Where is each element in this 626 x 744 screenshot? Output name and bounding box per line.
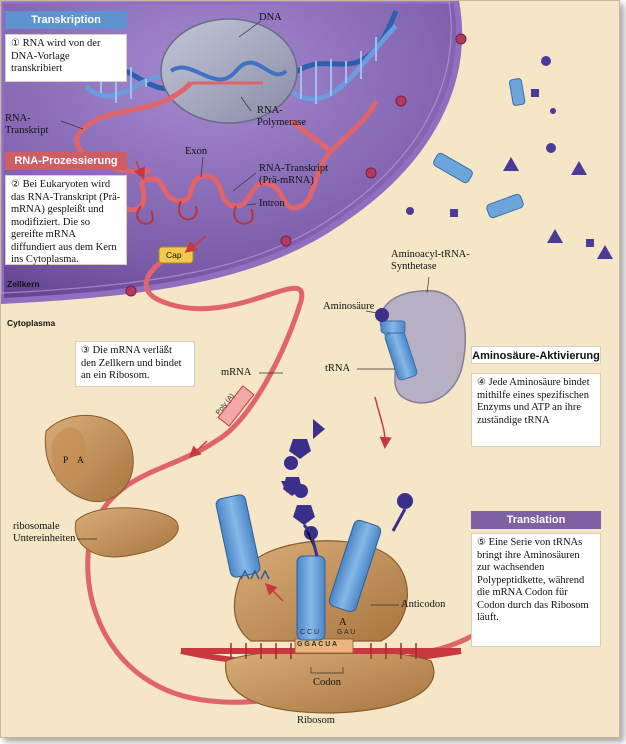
free-amino-acids [406, 56, 613, 259]
intron-loops [136, 200, 254, 225]
transkription-text: RNA wird von der DNA-Vorlage transkribie… [11, 38, 101, 74]
label-cytoplasma: Cytoplasma [7, 318, 56, 328]
label-rna-transkript: RNA-Transkript [5, 113, 49, 136]
step-number-1: ① [11, 38, 20, 49]
step-number-5: ⑤ [477, 537, 486, 548]
step-number-2: ② [11, 179, 20, 190]
nuclear-pores [125, 33, 467, 297]
translation-text: Eine Serie von tRNAs bringt ihre Aminosä… [477, 537, 589, 623]
rna-prozessierung-text: Bei Eukaryoten wird das RNA-Transkript (… [11, 179, 121, 265]
rna-prozessierung-text-box: ② Bei Eukaryoten wird das RNA-Transkript… [5, 175, 127, 265]
arrow-cap [184, 235, 207, 253]
label-mrna: mRNA [221, 367, 252, 378]
label-dna: DNA [259, 12, 282, 23]
label-codon-bases: G G A C U A [297, 641, 338, 648]
trna-a-site [328, 519, 382, 613]
aktivierung-text-box: ④ Jede Aminosäure bindet mithilfe eines … [471, 373, 601, 447]
label-intron: Intron [259, 198, 285, 209]
rna-prozessierung-header: RNA-Prozessierung [5, 152, 127, 170]
label-codon: Codon [313, 677, 342, 688]
polypeptide-chain [281, 419, 325, 540]
label-anticodon: Anticodon [401, 599, 446, 610]
translation-text-box: ⑤ Eine Serie von tRNAs bringt ihre Amino… [471, 533, 601, 647]
label-subunit-a: A [77, 456, 84, 466]
label-rna-polymerase: RNA-Polymerase [257, 105, 306, 128]
nucleus-inner [1, 1, 452, 294]
codon-window [294, 638, 354, 654]
label-trna: tRNA [325, 363, 351, 374]
leader-lines [60, 20, 430, 674]
export-text: Die mRNA verläßt den Zellkern und bindet… [81, 345, 182, 381]
label-pre-mrna: RNA-Transkript (Prä-mRNA) [259, 163, 329, 186]
arrow-processing [133, 160, 145, 180]
label-ribosomale-untereinheiten: ribosomale Untereinheiten [13, 521, 76, 544]
trna-p-site [296, 555, 326, 641]
label-zellkern: Zellkern [7, 279, 40, 289]
label-aminosaeure: Aminosäure [323, 301, 375, 312]
rna-polymerase-shape [160, 18, 298, 124]
arrow-mrna-to-ribosome [188, 440, 208, 459]
label-anticodon-left: C C U [300, 629, 320, 636]
label-cap: Cap [166, 250, 182, 260]
label-synthetase: Aminoacyl-tRNA-Synthetase [391, 249, 470, 272]
label-ribosom: Ribosom [297, 715, 335, 726]
free-trnas [433, 78, 526, 219]
pre-mrna-ribbon [108, 149, 333, 213]
a-site-amino-acid [397, 493, 413, 509]
label-anticodon-right: G A U [337, 629, 356, 636]
arrow-trna-exit [264, 582, 284, 602]
synthetase-amino-acid [375, 308, 389, 322]
label-subunit-p: P [63, 456, 69, 466]
aktivierung-header: Aminosäure-Aktivierung [471, 346, 601, 364]
transkription-header: Transkription [5, 11, 127, 29]
export-text-box: ③ Die mRNA verläßt den Zellkern und bind… [75, 341, 195, 387]
polypeptide-stalk [302, 524, 319, 557]
trna-leaving [215, 494, 270, 580]
poly-a-tag [217, 385, 255, 427]
ribosome-small-subunit-free [74, 507, 179, 558]
cap-shape [158, 246, 194, 264]
transkription-text-box: ① RNA wird von der DNA-Vorlage transkrib… [5, 34, 127, 82]
label-exon: Exon [185, 146, 208, 157]
step-number-4: ④ [477, 377, 486, 388]
label-site-a: A [339, 617, 347, 628]
aktivierung-text: Jede Aminosäure bindet mithilfe eines sp… [477, 377, 590, 426]
translation-header: Translation [471, 511, 601, 529]
step-number-3: ③ [81, 345, 90, 356]
